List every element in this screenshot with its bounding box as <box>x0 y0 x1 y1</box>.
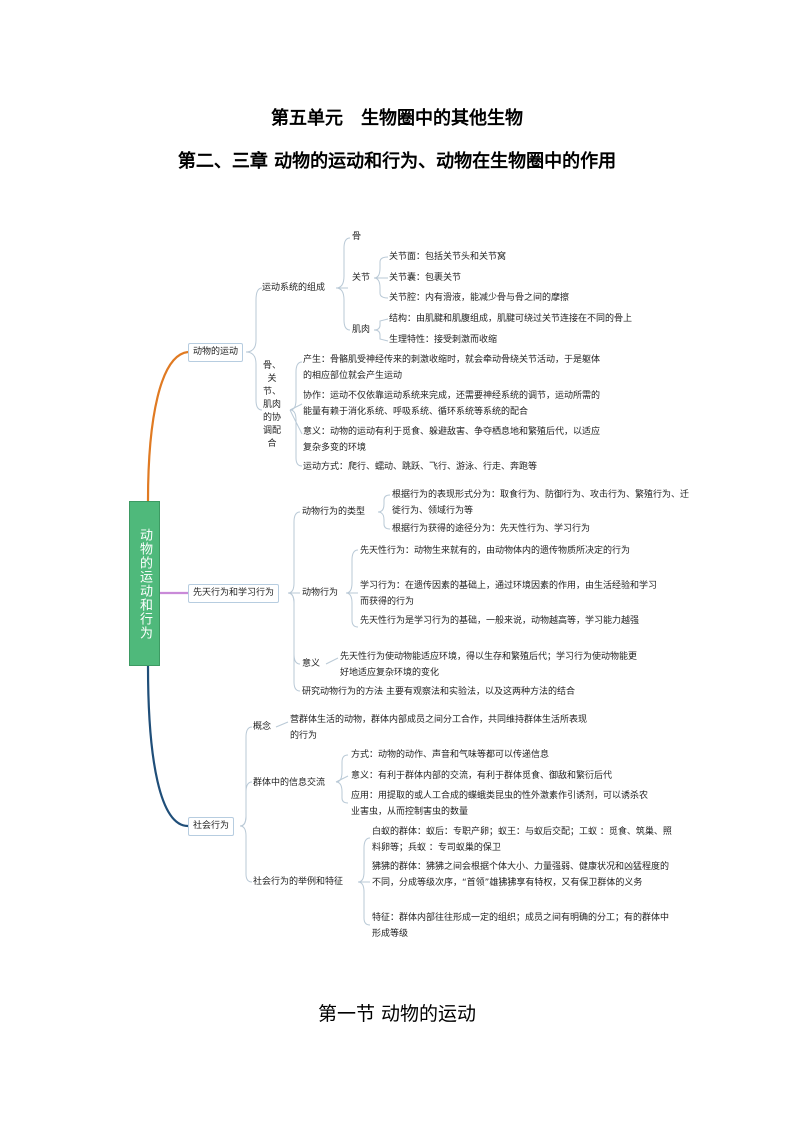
muscle-property: 生理特性：接受刺激而收缩 <box>389 335 498 345</box>
example-features: 特征：群体内部往往形成一定的组织；成员之间有明确的分工；有的群体中形成等级 <box>372 913 670 939</box>
mindmap-root: 动物的运动和行为 <box>129 501 160 666</box>
node-bone: 骨 <box>352 232 362 242</box>
node-info-exchange: 群体中的信息交流 <box>253 778 326 788</box>
chapter-title: 第二、三章 动物的运动和行为、动物在生物圈中的作用 <box>177 151 617 172</box>
node-concept: 概念 <box>253 722 272 732</box>
joint-surface: 关节面：包括关节头和关节窝 <box>389 252 507 262</box>
node-behavior: 先天行为和学习行为 <box>188 584 280 603</box>
example-termites: 白蚁的群体：蚁后：专职产卵；蚁王：与蚁后交配；工蚁 ：觅食、筑巢、照料卵等；兵蚁… <box>372 827 672 853</box>
node-research-methods: 研究动物行为的方法 <box>302 687 384 697</box>
types-by-origin: 根据行为获得的途径分为：先天性行为、学习行为 <box>392 524 591 534</box>
info-meaning: 意义：有利于群体内部的交流，有利于群体觅食、御敌和繁衍后代 <box>351 771 613 781</box>
coord-modes: 运动方式：爬行、蠕动、跳跃、飞行、游泳、行走、奔跑等 <box>303 462 538 472</box>
node-significance: 意义 <box>302 659 321 669</box>
concept-text: 营群体生活的动物，群体内部成员之间分工合作，共同维持群体生活所表现的行为 <box>290 715 588 741</box>
coord-meaning: 意义：动物的运动有利于觅食、躲避敌害、争夺栖息地和繁殖后代，以适应复杂多变的环境 <box>303 427 601 453</box>
unit-title: 第五单元 生物圈中的其他生物 <box>271 108 523 129</box>
node-joint: 关节 <box>352 273 371 283</box>
node-movement: 动物的运动 <box>188 343 244 362</box>
coord-cooperate: 协作：运动不仅依靠运动系统来完成，还需要神经系统的调节，运动所需的能量有赖于消化… <box>303 391 601 417</box>
coord-produce: 产生：骨骼肌受神经传来的刺激收缩时，就会牵动骨绕关节活动，于是躯体的相应部位就会… <box>303 355 601 381</box>
branch-line-movement <box>146 350 189 502</box>
info-application: 应用：用提取的或人工合成的蝶蛾类昆虫的性外激素作引诱剂，可以诱杀农业害虫，从而控… <box>351 791 649 817</box>
behavior-basis: 先天性行为是学习行为的基础，一般来说，动物越高等，学习能力越强 <box>360 616 640 626</box>
node-social: 社会行为 <box>188 817 235 836</box>
branch-line-social <box>146 665 189 828</box>
muscle-structure: 结构：由肌腱和肌腹组成，肌腱可绕过关节连接在不同的骨上 <box>389 314 633 324</box>
joint-cavity: 关节腔：内有滑液，能减少骨与骨之间的摩擦 <box>389 293 570 303</box>
example-baboons: 狒狒的群体：狒狒之间会根据个体大小、力量强弱、健康状况和凶猛程度的不同，分成等级… <box>372 862 670 888</box>
node-animal-behavior: 动物行为 <box>302 588 339 598</box>
node-motor-system: 运动系统的组成 <box>262 283 326 293</box>
behavior-innate: 先天性行为：动物生来就有的，由动物体内的遗传物质所决定的行为 <box>360 546 631 556</box>
info-way: 方式：动物的动作、声音和气味等都可以传递信息 <box>351 750 550 760</box>
node-social-examples: 社会行为的举例和特征 <box>253 877 344 887</box>
section-title: 第一节 动物的运动 <box>317 1003 477 1025</box>
node-coordination: 骨、关节、肌肉的协调配合 <box>262 361 281 449</box>
joint-capsule: 关节囊：包裹关节 <box>389 273 462 283</box>
types-by-form: 根据行为的表现形式分为：取食行为、防御行为、攻击行为、繁殖行为、迁徙行为、领域行… <box>392 490 690 516</box>
significance-text: 先天性行为使动物能适应环境，得以生存和繁殖后代；学习行为使动物能更好地适应复杂环… <box>340 652 638 678</box>
behavior-learned: 学习行为：在遗传因素的基础上，通过环境因素的作用，由生活经验和学习而获得的行为 <box>360 581 658 607</box>
node-muscle: 肌肉 <box>352 325 371 335</box>
node-behavior-types: 动物行为的类型 <box>302 507 366 517</box>
methods-text: 主要有观察法和实验法，以及这两种方法的结合 <box>386 687 576 697</box>
